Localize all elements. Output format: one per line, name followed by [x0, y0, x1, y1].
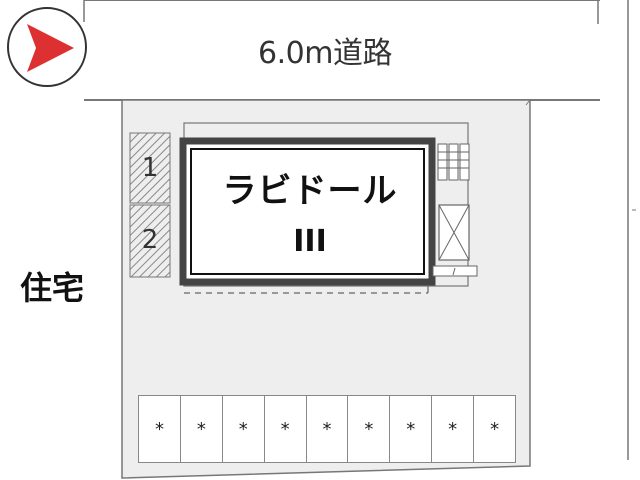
- parking-space: *: [138, 395, 180, 463]
- building-name: ラビドール: [222, 171, 398, 211]
- parking-space: *: [305, 395, 348, 463]
- road-label: 6.0m道路: [258, 36, 392, 71]
- parking-space: *: [347, 395, 390, 463]
- building-inner-border: [190, 148, 425, 275]
- bike-slot-number: 1: [141, 153, 159, 183]
- building-body: [179, 137, 436, 286]
- building-number: III: [293, 224, 327, 259]
- parking-space: *: [431, 395, 474, 463]
- parking-space: *: [263, 395, 306, 463]
- parking-space: *: [179, 395, 222, 463]
- neighbor-label: 住宅: [20, 269, 85, 307]
- parking-space: *: [221, 395, 264, 463]
- bike-slot-2: [129, 204, 171, 278]
- parking-row: * * * * * * * * *: [138, 395, 517, 463]
- bike-slot-number: 2: [141, 225, 159, 255]
- parking-space: *: [389, 395, 432, 463]
- refuse-box-base: [432, 265, 478, 277]
- meter-box-group: [437, 143, 470, 181]
- bike-slot-1: [129, 132, 171, 204]
- lot-right-step: [525, 99, 531, 106]
- parking-space: *: [473, 395, 517, 463]
- north-arrow-icon: [27, 24, 74, 72]
